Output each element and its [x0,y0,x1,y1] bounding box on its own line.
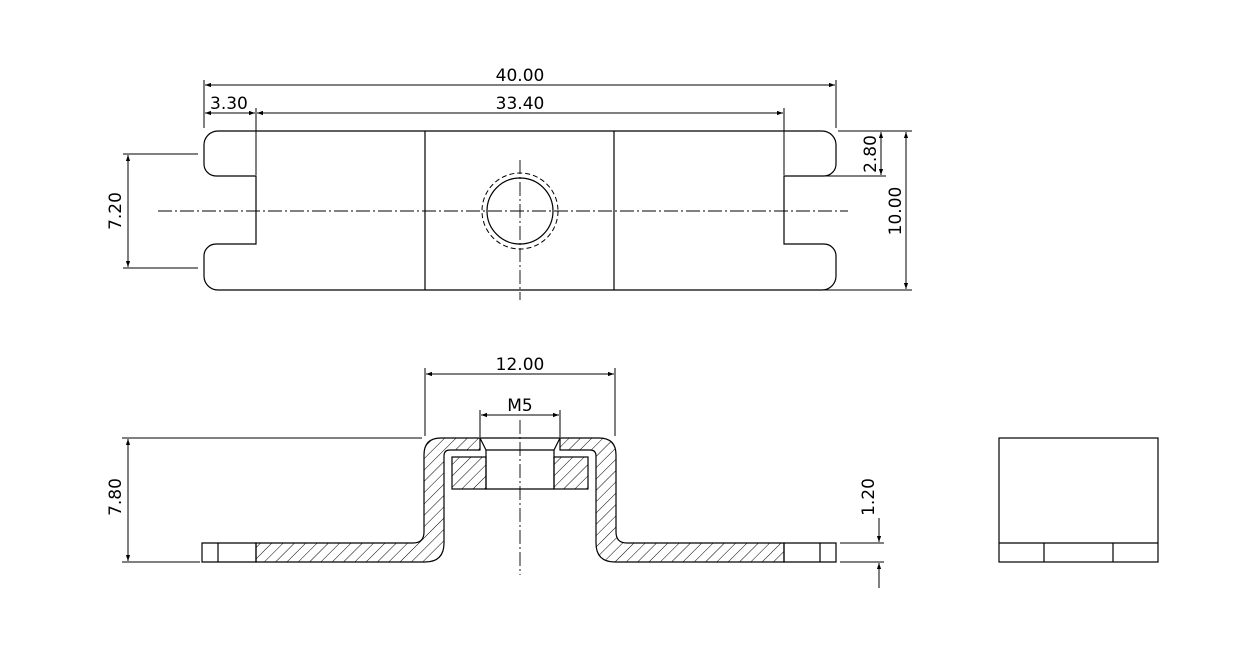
thread-insert-left [451,456,487,490]
dimension-inner-length: 33.40 [255,94,785,175]
dimension-boss-width: 12.00 [424,355,616,436]
top-view: 40.00 33.40 3.30 7.20 2.80 [106,66,912,300]
dimension-text-12-00: 12.00 [496,355,545,375]
section-profile-right [559,437,785,563]
dimension-text-2-80: 2.80 [861,135,881,173]
dimension-thread: M5 [479,396,561,437]
bore-chamfer-left [479,437,487,451]
thread-insert-right [553,456,589,490]
dimension-ear-height: 2.80 [826,130,912,177]
dimension-text-33-40: 33.40 [496,94,545,114]
flange-end-left [201,542,257,563]
dimension-text-7-20: 7.20 [106,192,126,230]
dimension-text-40: 40.00 [496,66,545,86]
tapped-bore [485,449,555,490]
bore-chamfer-right [553,437,561,451]
dimension-text-3-30: 3.30 [210,94,248,114]
dimension-slot-height: 7.20 [106,153,198,269]
top-view-outline [203,130,837,291]
side-view-outline [998,437,1159,563]
front-section-view: 12.00 M5 7.80 1.20 [106,355,884,588]
dimension-end-offset: 3.30 [205,94,255,116]
dimension-sheet-thickness: 1.20 [840,478,884,588]
dimension-text-1-20: 1.20 [859,478,879,516]
side-view [998,437,1159,563]
dimension-overall-height: 7.80 [106,437,422,563]
dimension-text-7-80: 7.80 [106,478,126,516]
flange-end-right [783,542,837,563]
dimension-text-10-00: 10.00 [886,187,906,236]
section-profile [255,437,481,563]
dimension-overall-length: 40.00 [203,66,837,128]
dimension-overall-width: 10.00 [824,132,912,291]
dimension-text-m5: M5 [507,396,532,416]
